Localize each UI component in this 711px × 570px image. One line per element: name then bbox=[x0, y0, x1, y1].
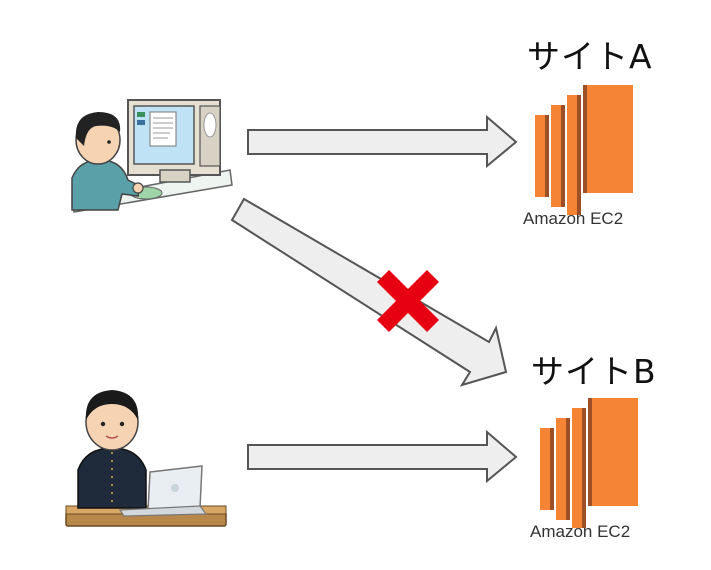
site-a-label: サイトA bbox=[527, 37, 653, 76]
amazon-ec2-icon bbox=[540, 398, 638, 528]
person-at-desktop-computer-icon bbox=[71, 99, 233, 213]
site-a-service-label: Amazon EC2 bbox=[523, 209, 624, 228]
amazon-ec2-icon bbox=[535, 85, 633, 215]
arrow-top-to-site-b-blocked bbox=[230, 197, 508, 387]
site-b-label: サイトB bbox=[531, 352, 657, 391]
red-cross-icon bbox=[376, 269, 440, 333]
student-with-laptop-icon bbox=[65, 390, 227, 527]
site-b-service-label: Amazon EC2 bbox=[530, 522, 631, 541]
arrow-top-to-site-a bbox=[247, 114, 518, 169]
arrow-bottom-to-site-b bbox=[247, 429, 518, 484]
